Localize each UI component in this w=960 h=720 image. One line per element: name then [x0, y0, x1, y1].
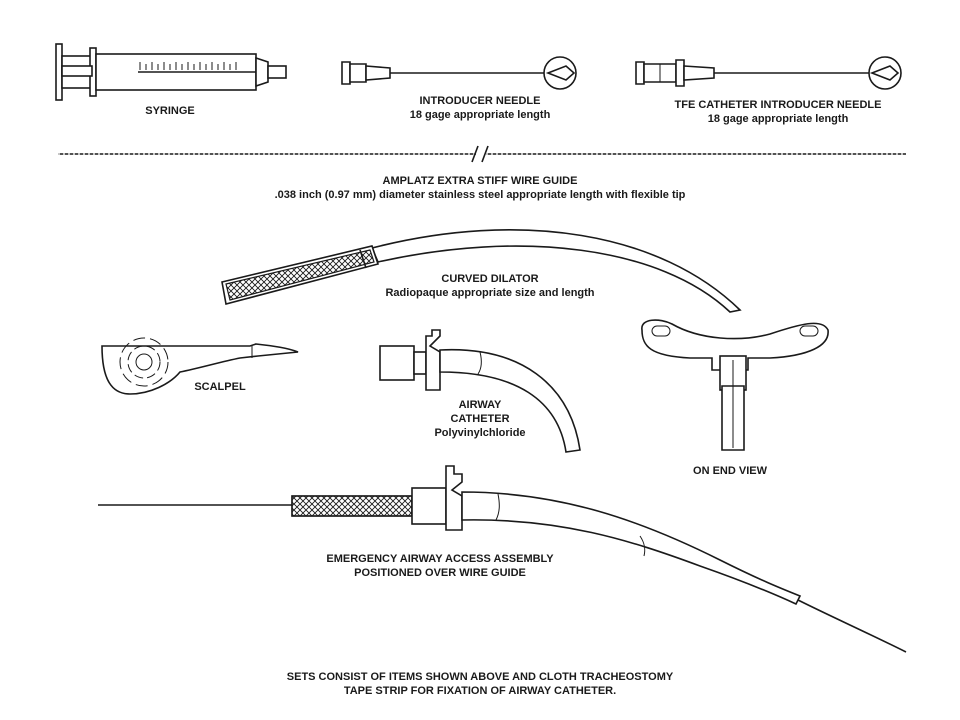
- curved-dilator-subtitle: Radiopaque appropriate size and length: [385, 287, 595, 299]
- airway-catheter-line2: CATHETER: [450, 413, 510, 425]
- footer-note: SETS CONSIST OF ITEMS SHOWN ABOVE AND CL…: [230, 670, 730, 698]
- scalpel-label-text: SCALPEL: [194, 381, 246, 393]
- introducer-needle-label: INTRODUCER NEEDLE 18 gage appropriate le…: [380, 94, 580, 122]
- assembly-line1: EMERGENCY AIRWAY ACCESS ASSEMBLY: [326, 553, 554, 565]
- tfe-needle-subtitle: 18 gage appropriate length: [707, 113, 849, 125]
- tfe-needle-label: TFE CATHETER INTRODUCER NEEDLE 18 gage a…: [658, 98, 898, 126]
- curved-dilator-label: CURVED DILATOR Radiopaque appropriate si…: [360, 272, 620, 300]
- assembly-label: EMERGENCY AIRWAY ACCESS ASSEMBLY POSITIO…: [310, 552, 570, 580]
- introducer-needle-illustration: [341, 56, 577, 90]
- syringe-label-text: SYRINGE: [145, 105, 195, 117]
- airway-catheter-subtitle: Polyvinylchloride: [434, 427, 526, 439]
- scalpel-illustration: [101, 337, 299, 395]
- footer-line2: TAPE STRIP FOR FIXATION OF AIRWAY CATHET…: [343, 685, 617, 697]
- curved-dilator-title: CURVED DILATOR: [441, 273, 539, 285]
- airway-catheter-line1: AIRWAY: [458, 399, 502, 411]
- tfe-needle-illustration: [635, 56, 902, 90]
- footer-line1: SETS CONSIST OF ITEMS SHOWN ABOVE AND CL…: [286, 671, 674, 683]
- airway-catheter-label: AIRWAY CATHETER Polyvinylchloride: [410, 398, 550, 440]
- introducer-needle-title: INTRODUCER NEEDLE: [419, 95, 541, 107]
- wire-guide-illustration: [58, 145, 906, 163]
- scalpel-label: SCALPEL: [180, 380, 260, 394]
- on-end-view-label: ON END VIEW: [680, 464, 780, 478]
- wire-guide-subtitle: .038 inch (0.97 mm) diameter stainless s…: [274, 189, 686, 201]
- assembly-line2: POSITIONED OVER WIRE GUIDE: [354, 567, 526, 579]
- syringe-label: SYRINGE: [120, 104, 220, 118]
- wire-guide-title: AMPLATZ EXTRA STIFF WIRE GUIDE: [382, 175, 578, 187]
- wire-guide-label: AMPLATZ EXTRA STIFF WIRE GUIDE .038 inch…: [250, 174, 710, 202]
- tfe-needle-title: TFE CATHETER INTRODUCER NEEDLE: [674, 99, 882, 111]
- airway-catheter-illustration: [379, 329, 581, 453]
- curved-dilator-illustration: [221, 229, 742, 313]
- on-end-view-illustration: [641, 319, 829, 451]
- introducer-needle-subtitle: 18 gage appropriate length: [409, 109, 551, 121]
- assembly-illustration: [98, 465, 907, 653]
- syringe-illustration: [55, 43, 287, 101]
- on-end-view-label-text: ON END VIEW: [693, 465, 767, 477]
